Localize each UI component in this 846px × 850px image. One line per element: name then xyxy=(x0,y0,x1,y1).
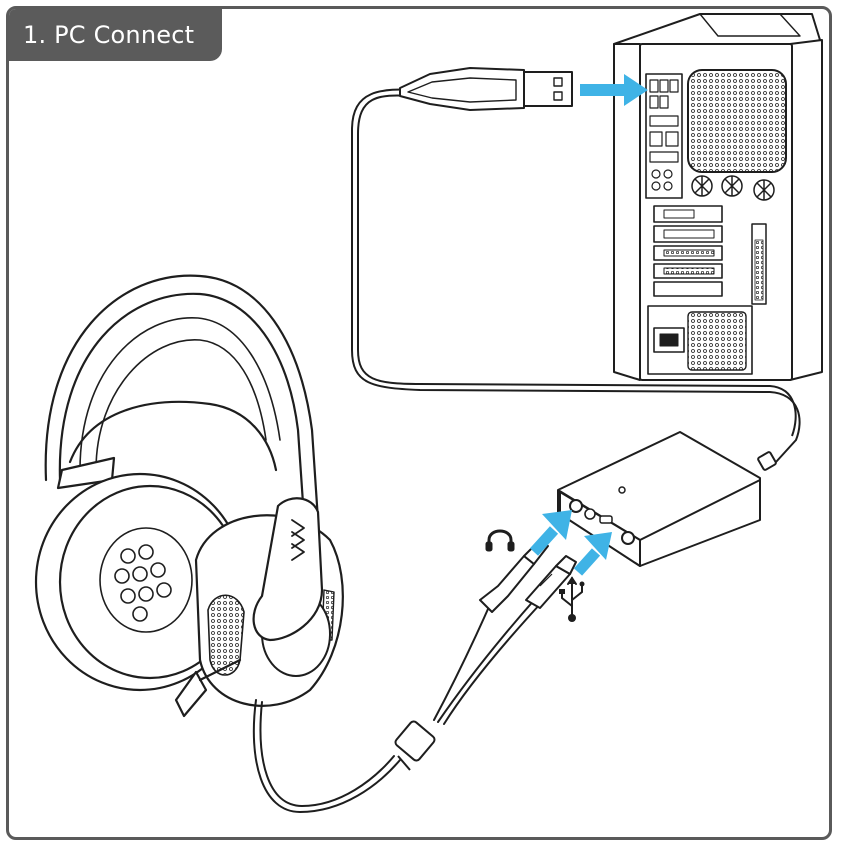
arrow-to-pc xyxy=(580,74,648,106)
headset-cable xyxy=(252,597,543,814)
usb-cable xyxy=(351,88,801,463)
usb-icon xyxy=(559,576,585,622)
arrow-to-audio-port xyxy=(529,510,572,556)
connection-arrows xyxy=(529,74,648,576)
pc-tower xyxy=(613,13,823,381)
section-title-tab: 1. PC Connect xyxy=(9,9,222,61)
arrow-to-usb-port xyxy=(573,532,612,576)
headphones-icon xyxy=(485,529,515,552)
section-title: 1. PC Connect xyxy=(23,21,195,49)
y-splitter xyxy=(394,720,436,771)
usb-sound-adapter xyxy=(557,431,777,567)
usb-a-plug xyxy=(399,67,573,111)
headset xyxy=(34,274,344,718)
micro-usb-plug xyxy=(525,555,577,609)
